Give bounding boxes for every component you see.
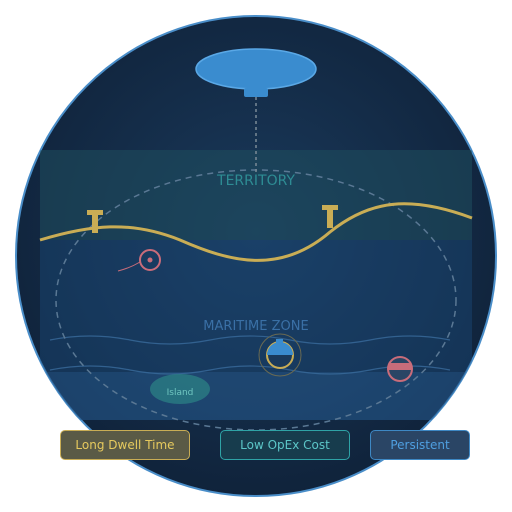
benefit-badge-long-dwell-time: Long Dwell Time [60,430,190,460]
scene-circle [15,15,497,497]
maritime-zone-label: MARITIME ZONE [203,319,308,334]
aerostat-icon [195,48,317,90]
threat-vessel-icon [387,356,413,382]
vessel-icon [258,333,302,377]
wave-line [49,335,451,345]
territory-label: TERRITORY [216,173,295,189]
benefit-badge-persistent: Persistent [370,430,470,460]
island-label: Island [167,388,194,398]
benefit-badge-low-opex-cost: Low OpEx Cost [220,430,350,460]
radar-tower-icon [87,210,103,233]
island-shape [150,374,210,404]
radar-tower-icon [322,205,338,228]
target-marker-icon [117,249,161,272]
aerostat-gondola [244,88,268,97]
coastline [39,202,473,262]
wave-line [49,365,451,375]
